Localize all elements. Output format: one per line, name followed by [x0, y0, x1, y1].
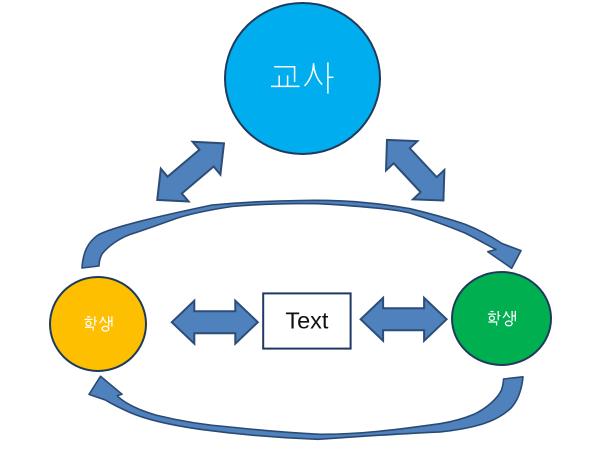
svg-text:Text: Text — [285, 307, 329, 333]
